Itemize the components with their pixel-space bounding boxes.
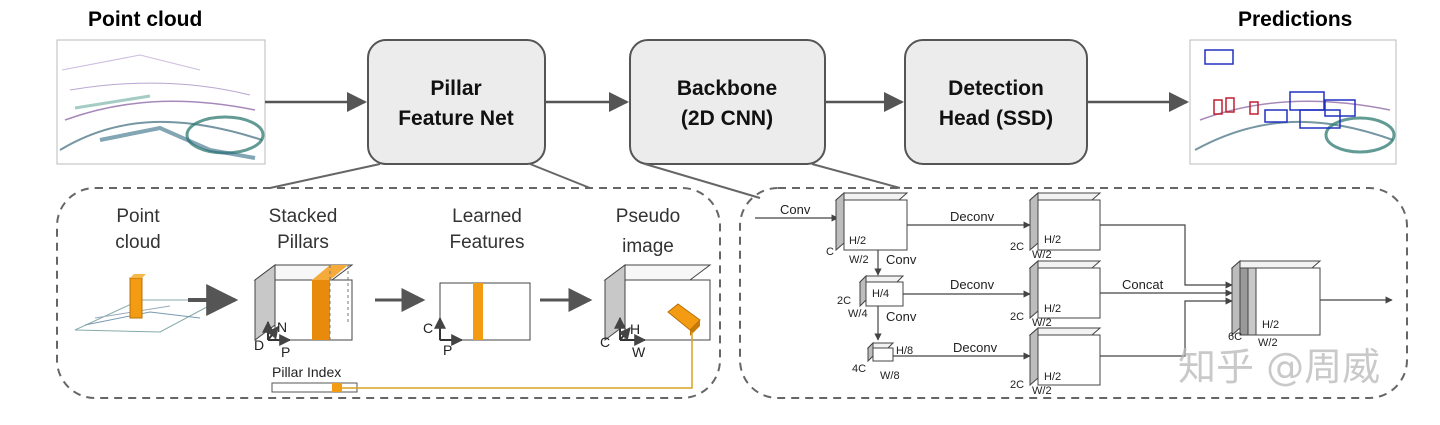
pfn-label-line1: Pillar — [430, 77, 481, 100]
axis-N-label: N — [277, 319, 287, 335]
upsampled-block-3 — [1028, 326, 1102, 387]
point-cloud-label-2: cloud — [115, 232, 160, 253]
up1-H2: H/2 — [1044, 234, 1061, 246]
conv-label-3: Conv — [886, 309, 917, 324]
backbone-detail-panel — [739, 187, 1408, 399]
pillar-index-connector — [342, 332, 693, 389]
learned-features-grid — [439, 282, 531, 341]
head-label-line2: Head (SSD) — [939, 107, 1053, 130]
pfn-zoom-line-right — [529, 163, 591, 189]
output-title: Predictions — [1238, 8, 1352, 31]
deconv-label-1: Deconv — [950, 209, 995, 224]
block3-H8: H/8 — [896, 345, 913, 357]
backbone-zoom-line-right — [811, 163, 901, 189]
detection-head-box: Detection Head (SSD) — [904, 39, 1088, 165]
concat-block — [1230, 259, 1322, 337]
conv-label-1: Conv — [780, 202, 811, 217]
pfn-zoom-line-left — [269, 163, 381, 189]
watermark: 知乎 @周威 — [1178, 345, 1380, 389]
backbone-box: Backbone (2D CNN) — [629, 39, 826, 165]
block1-H2: H/2 — [849, 235, 866, 247]
block1-C: C — [826, 246, 834, 258]
pillar-feature-net-box: Pillar Feature Net — [367, 39, 546, 165]
block2-H4: H/4 — [872, 288, 889, 300]
block3-W8: W/8 — [880, 370, 900, 382]
up3-W2: W/2 — [1032, 385, 1052, 397]
up3-2C: 2C — [1010, 379, 1024, 391]
point-cloud-label-1: Point — [116, 206, 160, 227]
axis-stacked-depth — [266, 326, 279, 341]
block3-cube — [866, 341, 895, 363]
pseudo-image-label-2: image — [622, 236, 674, 257]
backbone-label-line2: (2D CNN) — [681, 107, 773, 130]
axis-pseudo-depth — [618, 327, 631, 341]
features-C-label: C — [423, 320, 433, 336]
deconv-label-3: Deconv — [953, 340, 998, 355]
pseudo-H-label: H — [630, 321, 640, 337]
input-point-cloud-image — [56, 39, 266, 165]
block2-W4: W/4 — [848, 308, 868, 320]
up2-W2: W/2 — [1032, 317, 1052, 329]
input-title: Point cloud — [88, 8, 202, 31]
up2-2C: 2C — [1010, 311, 1024, 323]
pseudo-C-label: C — [600, 334, 610, 350]
deconv-label-2: Deconv — [950, 277, 995, 292]
up3-H2: H/2 — [1044, 371, 1061, 383]
learned-features-label-2: Features — [450, 232, 525, 253]
head-label-line1: Detection — [948, 77, 1044, 100]
concat-H2: H/2 — [1262, 319, 1279, 331]
pseudo-image-cube — [603, 264, 712, 341]
stacked-pillars-label-2: Pillars — [277, 232, 329, 253]
axis-D-label: D — [254, 337, 264, 353]
block2-2C: 2C — [837, 295, 851, 307]
stacked-pillars-cube — [253, 264, 354, 341]
predictions-image — [1189, 39, 1397, 165]
up2-H2: H/2 — [1044, 303, 1061, 315]
block3-4C: 4C — [852, 363, 866, 375]
learned-features-label-1: Learned — [452, 206, 522, 227]
pillar-index-label: Pillar Index — [272, 364, 341, 380]
pseudo-image-label-1: Pseudo — [616, 206, 680, 227]
backbone-label-line1: Backbone — [677, 77, 777, 100]
concat-label: Concat — [1122, 277, 1164, 292]
features-P-label: P — [443, 342, 452, 358]
concat-6C: 6C — [1228, 331, 1242, 343]
pfn-label-line2: Feature Net — [398, 107, 514, 130]
block2-cube — [858, 274, 905, 308]
concat-line-1 — [1100, 224, 1233, 289]
upsampled-block-1 — [1028, 191, 1102, 252]
stacked-pillars-label-1: Stacked — [269, 206, 338, 227]
backbone-zoom-line-left — [644, 163, 761, 199]
up1-W2: W/2 — [1032, 249, 1052, 261]
up1-2C: 2C — [1010, 241, 1024, 253]
point-cloud-plane — [74, 274, 221, 333]
conv-label-2: Conv — [886, 252, 917, 267]
upsampled-block-2 — [1028, 259, 1102, 320]
axis-P-label: P — [281, 344, 290, 360]
concat-line-3 — [1100, 297, 1233, 357]
pseudo-W-label: W — [632, 344, 646, 360]
concat-W2: W/2 — [1258, 337, 1278, 349]
block1-W2: W/2 — [849, 254, 869, 266]
block1-cube — [834, 191, 909, 252]
